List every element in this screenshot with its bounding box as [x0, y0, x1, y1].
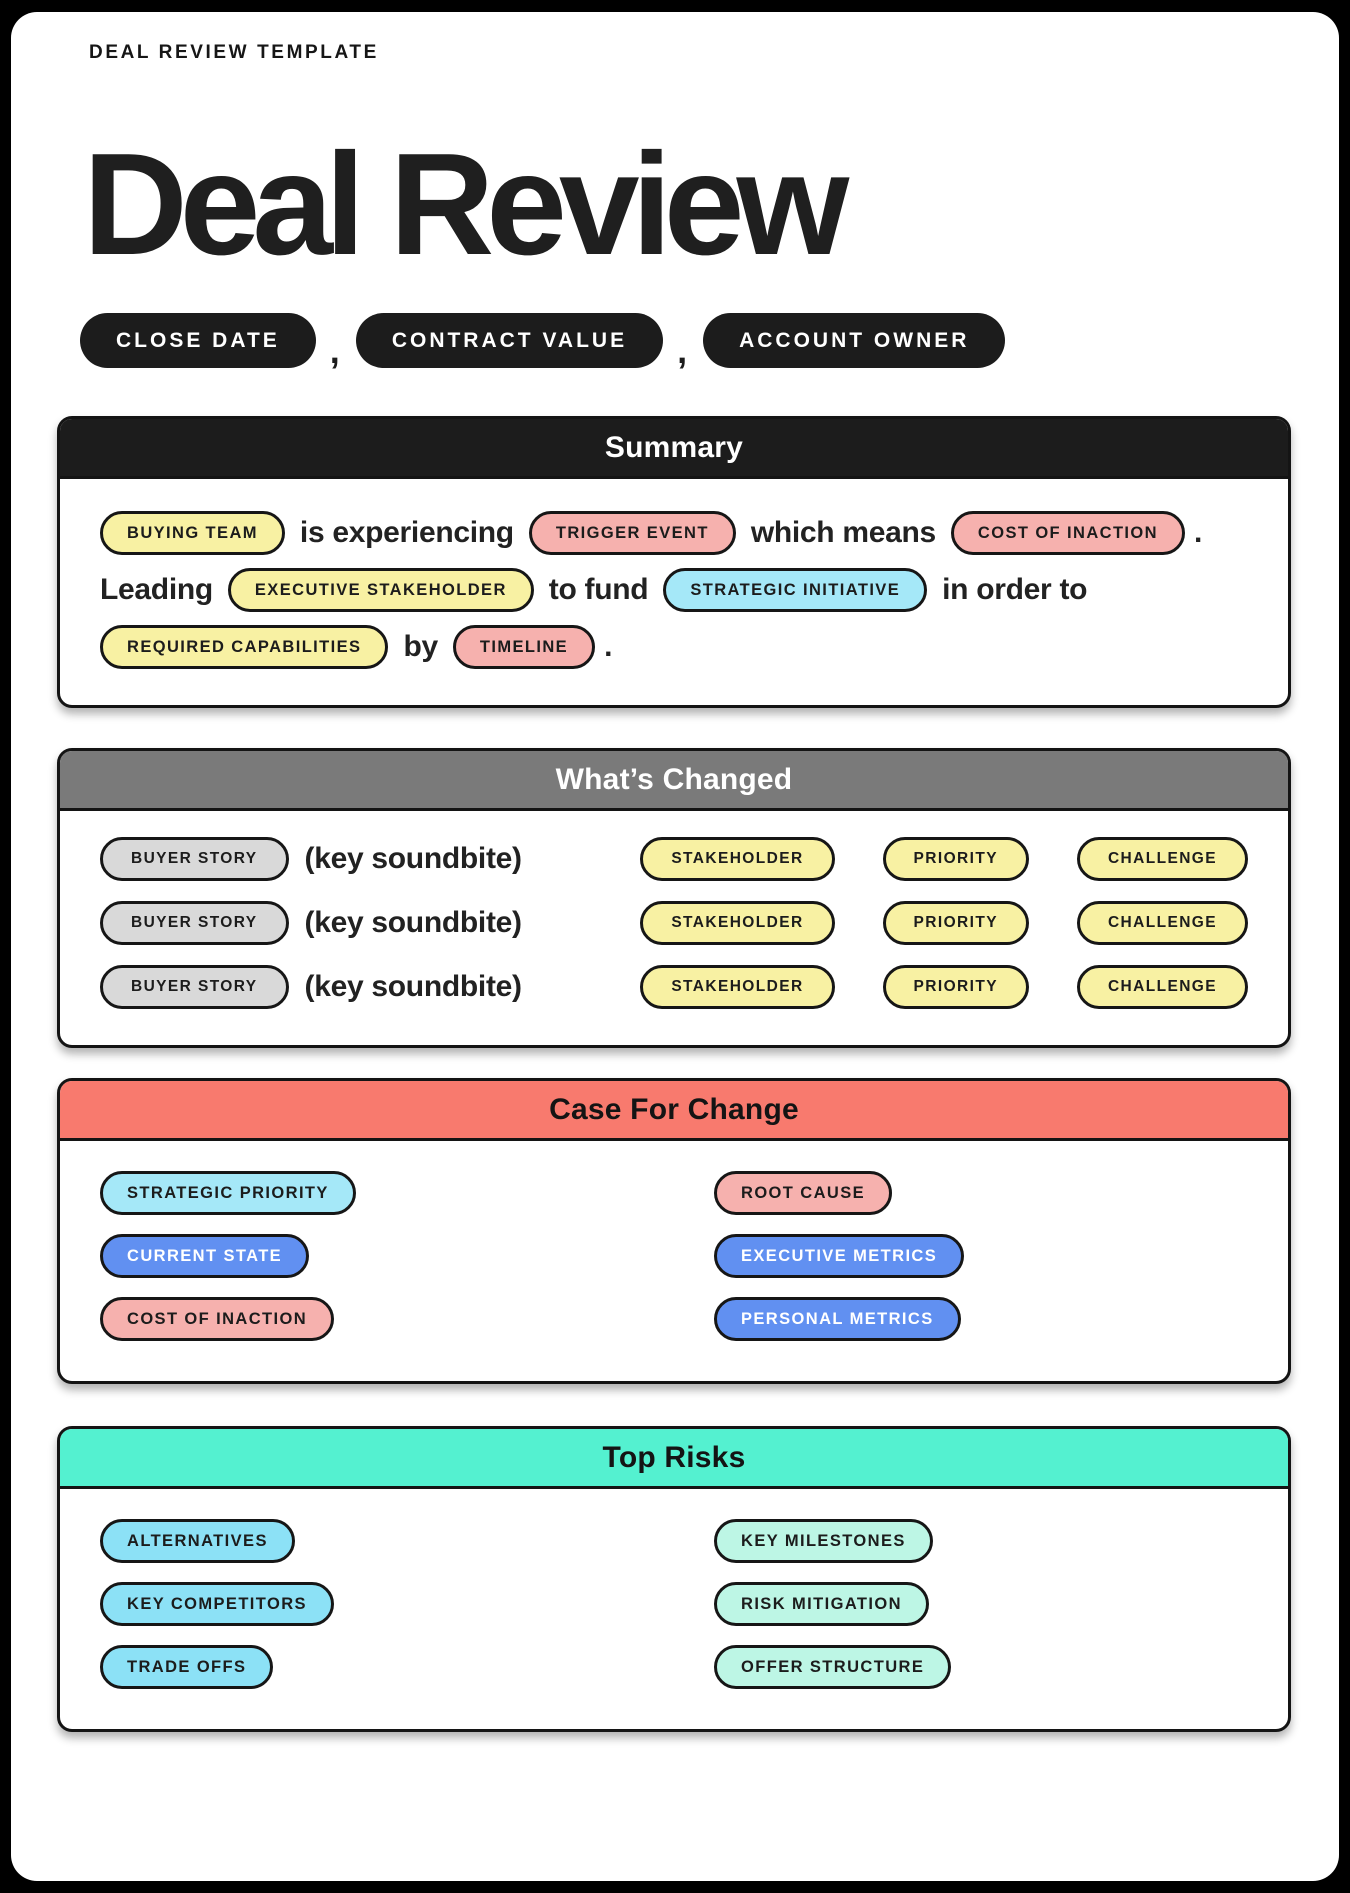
case-right-column: ROOT CAUSE EXECUTIVE METRICS PERSONAL ME… [674, 1171, 1288, 1341]
change-attribute-group: STAKEHOLDER PRIORITY CHALLENGE [640, 837, 1248, 881]
case-for-change-header: Case For Change [60, 1081, 1288, 1141]
summary-body: BUYING TEAM is experiencing TRIGGER EVEN… [60, 479, 1288, 705]
stakeholder-chip[interactable]: STAKEHOLDER [640, 965, 835, 1009]
sentence-text: by [403, 630, 438, 663]
template-page: DEAL REVIEW TEMPLATE Deal Review CLOSE D… [11, 12, 1339, 1881]
buyer-story-row: BUYER STORY (key soundbite) STAKEHOLDER … [100, 837, 1248, 881]
buyer-story-row: BUYER STORY (key soundbite) STAKEHOLDER … [100, 901, 1248, 945]
current-state-chip[interactable]: CURRENT STATE [100, 1234, 310, 1278]
buyer-story-chip[interactable]: BUYER STORY [100, 837, 289, 881]
page-title: Deal Review [83, 123, 849, 285]
stakeholder-chip[interactable]: STAKEHOLDER [640, 901, 835, 945]
sentence-period: . [604, 630, 613, 663]
buyer-story-chip[interactable]: BUYER STORY [100, 965, 289, 1009]
template-kicker: DEAL REVIEW TEMPLATE [89, 42, 379, 63]
top-risks-header: Top Risks [60, 1429, 1288, 1489]
case-left-column: STRATEGIC PRIORITY CURRENT STATE COST OF… [60, 1171, 674, 1341]
risks-left-column: ALTERNATIVES KEY COMPETITORS TRADE OFFS [60, 1519, 674, 1689]
challenge-chip[interactable]: CHALLENGE [1076, 901, 1248, 945]
trigger-event-chip[interactable]: TRIGGER EVENT [528, 511, 736, 555]
change-attribute-group: STAKEHOLDER PRIORITY CHALLENGE [640, 965, 1248, 1009]
offer-structure-chip[interactable]: OFFER STRUCTURE [714, 1645, 952, 1689]
deal-meta-row: CLOSE DATE , CONTRACT VALUE , ACCOUNT OW… [80, 313, 1339, 371]
risks-right-column: KEY MILESTONES RISK MITIGATION OFFER STR… [674, 1519, 1288, 1689]
top-risks-body: ALTERNATIVES KEY COMPETITORS TRADE OFFS … [60, 1489, 1288, 1729]
buyer-story-group: BUYER STORY (key soundbite) [100, 901, 640, 945]
summary-sentence-line-1: BUYING TEAM is experiencing TRIGGER EVEN… [100, 511, 1248, 555]
sentence-text: in order to [942, 573, 1088, 606]
key-milestones-chip[interactable]: KEY MILESTONES [714, 1519, 933, 1563]
whats-changed-header: What’s Changed [60, 751, 1288, 811]
key-soundbite-text: (key soundbite) [304, 906, 523, 939]
strategic-priority-chip[interactable]: STRATEGIC PRIORITY [100, 1171, 356, 1215]
account-owner-pill[interactable]: ACCOUNT OWNER [703, 313, 1006, 368]
whats-changed-card: What’s Changed BUYER STORY (key soundbit… [57, 748, 1291, 1048]
trade-offs-chip[interactable]: TRADE OFFS [100, 1645, 274, 1689]
cost-of-inaction-chip[interactable]: COST OF INACTION [100, 1297, 335, 1341]
root-cause-chip[interactable]: ROOT CAUSE [714, 1171, 893, 1215]
sentence-text: to fund [548, 573, 649, 606]
key-soundbite-text: (key soundbite) [304, 842, 523, 875]
case-for-change-card: Case For Change STRATEGIC PRIORITY CURRE… [57, 1078, 1291, 1384]
sentence-text: which means [750, 516, 936, 549]
summary-card: Summary BUYING TEAM is experiencing TRIG… [57, 416, 1291, 708]
challenge-chip[interactable]: CHALLENGE [1076, 837, 1248, 881]
close-date-pill[interactable]: CLOSE DATE [80, 313, 316, 368]
cost-of-inaction-chip[interactable]: COST OF INACTION [950, 511, 1185, 555]
buyer-story-chip[interactable]: BUYER STORY [100, 901, 289, 945]
executive-metrics-chip[interactable]: EXECUTIVE METRICS [714, 1234, 965, 1278]
executive-stakeholder-chip[interactable]: EXECUTIVE STAKEHOLDER [227, 568, 534, 612]
sentence-text: Leading [100, 573, 213, 606]
buying-team-chip[interactable]: BUYING TEAM [100, 511, 285, 555]
challenge-chip[interactable]: CHALLENGE [1076, 965, 1248, 1009]
risk-mitigation-chip[interactable]: RISK MITIGATION [714, 1582, 929, 1626]
buyer-story-group: BUYER STORY (key soundbite) [100, 837, 640, 881]
key-soundbite-text: (key soundbite) [304, 970, 523, 1003]
buyer-story-row: BUYER STORY (key soundbite) STAKEHOLDER … [100, 965, 1248, 1009]
priority-chip[interactable]: PRIORITY [882, 837, 1029, 881]
strategic-initiative-chip[interactable]: STRATEGIC INITIATIVE [663, 568, 928, 612]
summary-sentence-line-2: Leading EXECUTIVE STAKEHOLDER to fund ST… [100, 568, 1248, 612]
personal-metrics-chip[interactable]: PERSONAL METRICS [714, 1297, 961, 1341]
stakeholder-chip[interactable]: STAKEHOLDER [640, 837, 835, 881]
change-attribute-group: STAKEHOLDER PRIORITY CHALLENGE [640, 901, 1248, 945]
buyer-story-group: BUYER STORY (key soundbite) [100, 965, 640, 1009]
summary-header: Summary [60, 419, 1288, 479]
comma-separator: , [329, 330, 340, 371]
sentence-period: . [1193, 516, 1203, 549]
whats-changed-body: BUYER STORY (key soundbite) STAKEHOLDER … [60, 811, 1288, 1045]
sentence-text: is experiencing [299, 516, 514, 549]
summary-sentence-line-3: REQUIRED CAPABILITIES by TIMELINE . [100, 625, 1248, 669]
timeline-chip[interactable]: TIMELINE [452, 625, 596, 669]
required-capabilities-chip[interactable]: REQUIRED CAPABILITIES [100, 625, 389, 669]
top-risks-card: Top Risks ALTERNATIVES KEY COMPETITORS T… [57, 1426, 1291, 1732]
contract-value-pill[interactable]: CONTRACT VALUE [355, 313, 664, 368]
priority-chip[interactable]: PRIORITY [882, 901, 1029, 945]
alternatives-chip[interactable]: ALTERNATIVES [100, 1519, 295, 1563]
priority-chip[interactable]: PRIORITY [882, 965, 1029, 1009]
key-competitors-chip[interactable]: KEY COMPETITORS [100, 1582, 334, 1626]
case-for-change-body: STRATEGIC PRIORITY CURRENT STATE COST OF… [60, 1141, 1288, 1381]
comma-separator: , [677, 330, 688, 371]
